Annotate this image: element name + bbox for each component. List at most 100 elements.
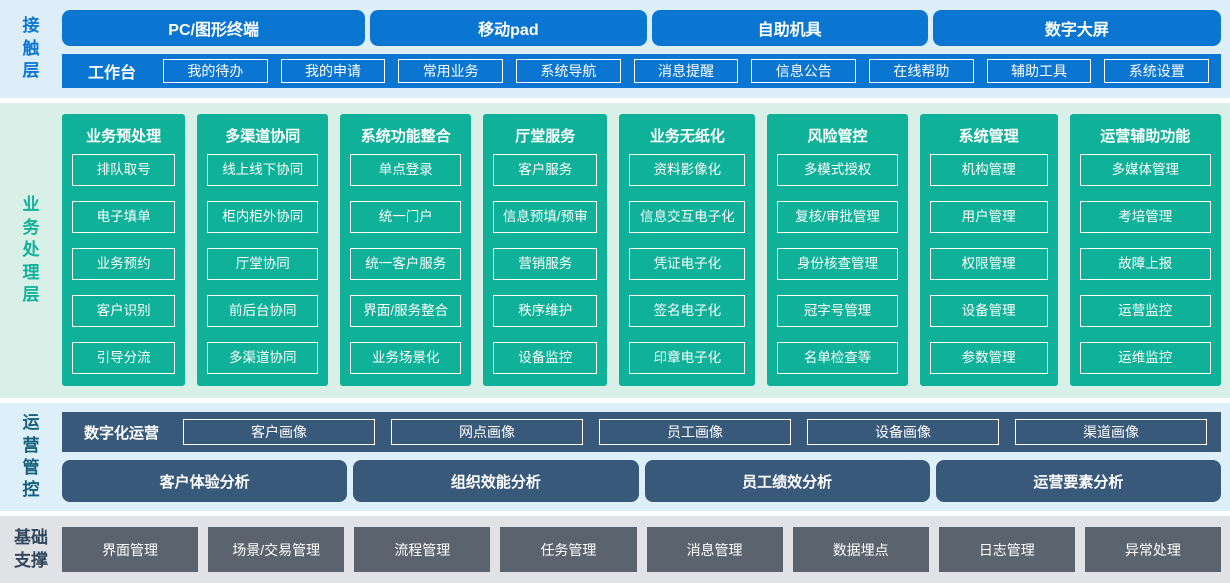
business-item: 签名电子化 [629,295,746,327]
foundation-scene-transaction-management: 场景/交易管理 [208,527,345,572]
business-item: 运维监控 [1079,342,1211,374]
business-item: 秩序维护 [493,295,598,327]
terminal-self-service: 自助机具 [651,10,928,46]
business-column-header: 业务无纸化 [649,128,725,145]
terminal-mobile-pad: 移动pad [370,10,647,46]
foundation-message-management: 消息管理 [646,527,783,572]
operations-layer-band: 运营管控 数字化运营 客户画像 网点画像 员工画像 设备画像 渠道画像 客户体验… [0,403,1230,511]
business-column-risk-control: 风险管控 多模式授权 复核/审批管理 身份核查管理 冠字号管理 名单检查等 [767,114,908,386]
business-column-hall-service: 厅堂服务 客户服务 信息预填/预审 营销服务 秩序维护 设备监控 [483,114,608,386]
workbench-item-online-help: 在线帮助 [869,59,974,83]
foundation-layer-content: 界面管理 场景/交易管理 流程管理 任务管理 消息管理 数据埋点 日志管理 异常… [62,516,1230,583]
profile-channel: 渠道画像 [1015,419,1208,445]
foundation-layer-side-label: 基础支撑 [0,516,62,583]
business-item: 营销服务 [493,248,598,280]
profile-device: 设备画像 [807,419,1000,445]
business-item: 设备管理 [929,295,1048,327]
contact-layer-side-label: 接触层 [0,0,62,98]
business-item: 信息预填/预审 [493,201,598,233]
business-item: 凭证电子化 [629,248,746,280]
business-item: 资料影像化 [629,154,746,186]
business-item: 故障上报 [1079,248,1211,280]
business-item: 业务场景化 [350,342,462,374]
operations-layer-side-label: 运营管控 [0,403,62,511]
business-item: 名单检查等 [777,342,898,374]
business-item: 考培管理 [1079,201,1211,233]
business-item: 电子填单 [72,201,176,233]
business-item: 信息交互电子化 [629,201,746,233]
business-item: 多渠道协同 [207,342,319,374]
workbench-item-auxiliary-tools: 辅助工具 [986,59,1092,83]
business-item: 设备监控 [493,342,598,374]
business-item: 排队取号 [72,154,176,186]
business-column-ops-auxiliary: 运营辅助功能 多媒体管理 考培管理 故障上报 运营监控 运维监控 [1069,114,1221,386]
business-column-header: 多渠道协同 [225,128,301,145]
workbench-label: 工作台 [88,65,137,82]
business-item: 机构管理 [929,154,1048,186]
analysis-ops-elements: 运营要素分析 [935,460,1221,502]
foundation-ui-management: 界面管理 [62,527,199,572]
operations-layer-content: 数字化运营 客户画像 网点画像 员工画像 设备画像 渠道画像 客户体验分析 组织… [62,403,1230,511]
business-item: 冠字号管理 [777,295,898,327]
business-item: 权限管理 [929,248,1048,280]
terminal-row: PC/图形终端 移动pad 自助机具 数字大屏 [62,10,1221,46]
business-item: 参数管理 [929,342,1048,374]
business-column-header: 厅堂服务 [515,128,576,145]
business-item: 客户识别 [72,295,176,327]
foundation-task-management: 任务管理 [500,527,637,572]
business-item: 复核/审批管理 [777,201,898,233]
foundation-data-tracking: 数据埋点 [792,527,929,572]
digital-operations-bar: 数字化运营 客户画像 网点画像 员工画像 设备画像 渠道画像 [62,412,1221,452]
business-item: 印章电子化 [629,342,746,374]
profile-customer: 客户画像 [183,419,376,445]
business-column-header: 系统管理 [958,128,1019,145]
business-item: 身份核查管理 [777,248,898,280]
business-item: 业务预约 [72,248,176,280]
business-item: 前后台协同 [207,295,319,327]
business-column-header: 运营辅助功能 [1100,128,1191,145]
business-item: 引导分流 [72,342,176,374]
profile-branch: 网点画像 [391,419,584,445]
business-item: 厅堂协同 [207,248,319,280]
workbench-item-my-todo: 我的待办 [163,59,268,83]
contact-layer-content: PC/图形终端 移动pad 自助机具 数字大屏 工作台 我的待办 我的申请 常用… [62,0,1230,98]
workbench-item-info-announcement: 信息公告 [751,59,857,83]
workbench-item-common-business: 常用业务 [398,59,504,83]
business-item: 运营监控 [1079,295,1211,327]
contact-layer-label: 接触层 [22,16,40,81]
business-item: 统一客户服务 [350,248,462,280]
workbench-bar: 工作台 我的待办 我的申请 常用业务 系统导航 消息提醒 信息公告 在线帮助 辅… [62,54,1221,88]
digital-operations-label: 数字化运营 [84,424,160,442]
terminal-digital-screen: 数字大屏 [932,10,1221,46]
analysis-org-efficiency: 组织效能分析 [353,460,639,502]
business-item: 单点登录 [350,154,462,186]
business-column-system-integration: 系统功能整合 单点登录 统一门户 统一客户服务 界面/服务整合 业务场景化 [340,114,472,386]
business-item: 界面/服务整合 [350,295,462,327]
business-layer-side-label: 业务处理层 [0,103,62,398]
business-column-multichannel: 多渠道协同 线上线下协同 柜内柜外协同 厅堂协同 前后台协同 多渠道协同 [197,114,329,386]
contact-layer-band: 接触层 PC/图形终端 移动pad 自助机具 数字大屏 工作台 我的待办 我的申… [0,0,1230,98]
foundation-layer-label: 基础支撑 [14,528,48,570]
business-column-header: 系统功能整合 [360,128,451,145]
business-item: 多媒体管理 [1079,154,1211,186]
business-column-header: 业务预处理 [86,128,162,145]
foundation-exception-handling: 异常处理 [1084,527,1221,572]
business-layer-content: 业务预处理 排队取号 电子填单 业务预约 客户识别 引导分流 多渠道协同 线上线… [62,103,1230,398]
analysis-customer-experience: 客户体验分析 [62,460,348,502]
business-item: 多模式授权 [777,154,898,186]
foundation-layer-band: 基础支撑 界面管理 场景/交易管理 流程管理 任务管理 消息管理 数据埋点 日志… [0,516,1230,583]
workbench-item-my-applications: 我的申请 [280,59,386,83]
terminal-pc-graphic: PC/图形终端 [62,10,366,46]
operations-layer-label: 运营管控 [22,413,40,500]
business-column-paperless: 业务无纸化 资料影像化 信息交互电子化 凭证电子化 签名电子化 印章电子化 [619,114,756,386]
business-column-system-management: 系统管理 机构管理 用户管理 权限管理 设备管理 参数管理 [919,114,1058,386]
business-item: 统一门户 [350,201,462,233]
business-column-preprocessing: 业务预处理 排队取号 电子填单 业务预约 客户识别 引导分流 [62,114,186,386]
business-column-header: 风险管控 [807,128,868,145]
foundation-log-management: 日志管理 [938,527,1075,572]
business-item: 客户服务 [493,154,598,186]
analysis-row: 客户体验分析 组织效能分析 员工绩效分析 运营要素分析 [62,460,1221,502]
business-item: 用户管理 [929,201,1048,233]
profile-employee: 员工画像 [599,419,792,445]
